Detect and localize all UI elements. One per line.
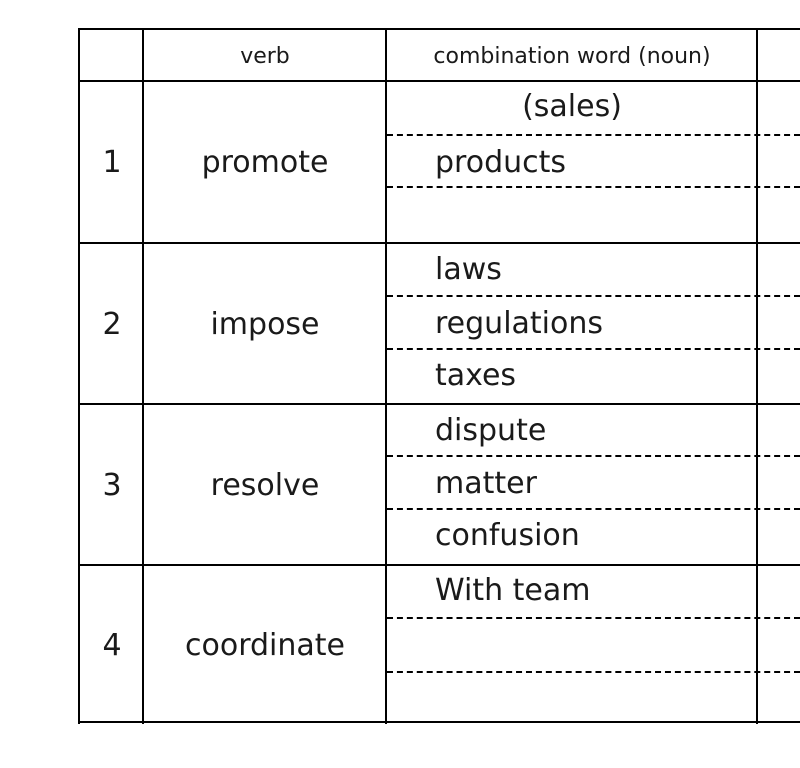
row-verb: impose: [210, 307, 320, 342]
row-noun: (sales): [522, 89, 622, 124]
row-noun: matter: [435, 466, 537, 501]
row-noun: confusion: [435, 518, 580, 553]
row-verb: promote: [201, 145, 329, 180]
row-divider-2: [78, 403, 800, 405]
header-verb: verb: [240, 44, 290, 69]
row-noun: taxes: [435, 358, 517, 393]
subrow-divider: [387, 617, 800, 619]
subrow-divider: [387, 671, 800, 673]
row-verb: coordinate: [184, 628, 345, 663]
subrow-divider: [387, 295, 800, 297]
header-divider: [78, 80, 800, 82]
subrow-divider: [387, 186, 800, 188]
row-number: 4: [102, 628, 122, 663]
row-number: 2: [102, 307, 122, 342]
subrow-divider: [387, 508, 800, 510]
subrow-divider: [387, 134, 800, 136]
column-divider-noun: [756, 28, 758, 724]
row-number: 1: [102, 145, 122, 180]
row-verb: resolve: [210, 468, 320, 503]
row-noun: With team: [435, 573, 591, 608]
row-noun: regulations: [435, 306, 604, 341]
row-noun: products: [435, 145, 567, 180]
table-border-left: [78, 28, 80, 724]
row-divider-1: [78, 242, 800, 244]
row-noun: dispute: [435, 413, 547, 448]
subrow-divider: [387, 455, 800, 457]
row-divider-3: [78, 564, 800, 566]
row-noun: laws: [435, 252, 502, 287]
header-noun: combination word (noun): [433, 44, 711, 69]
table-border-bottom: [78, 721, 800, 723]
column-divider-number: [142, 28, 144, 724]
row-number: 3: [102, 468, 122, 503]
subrow-divider: [387, 348, 800, 350]
column-divider-verb: [385, 28, 387, 724]
table-border-top: [78, 28, 800, 30]
